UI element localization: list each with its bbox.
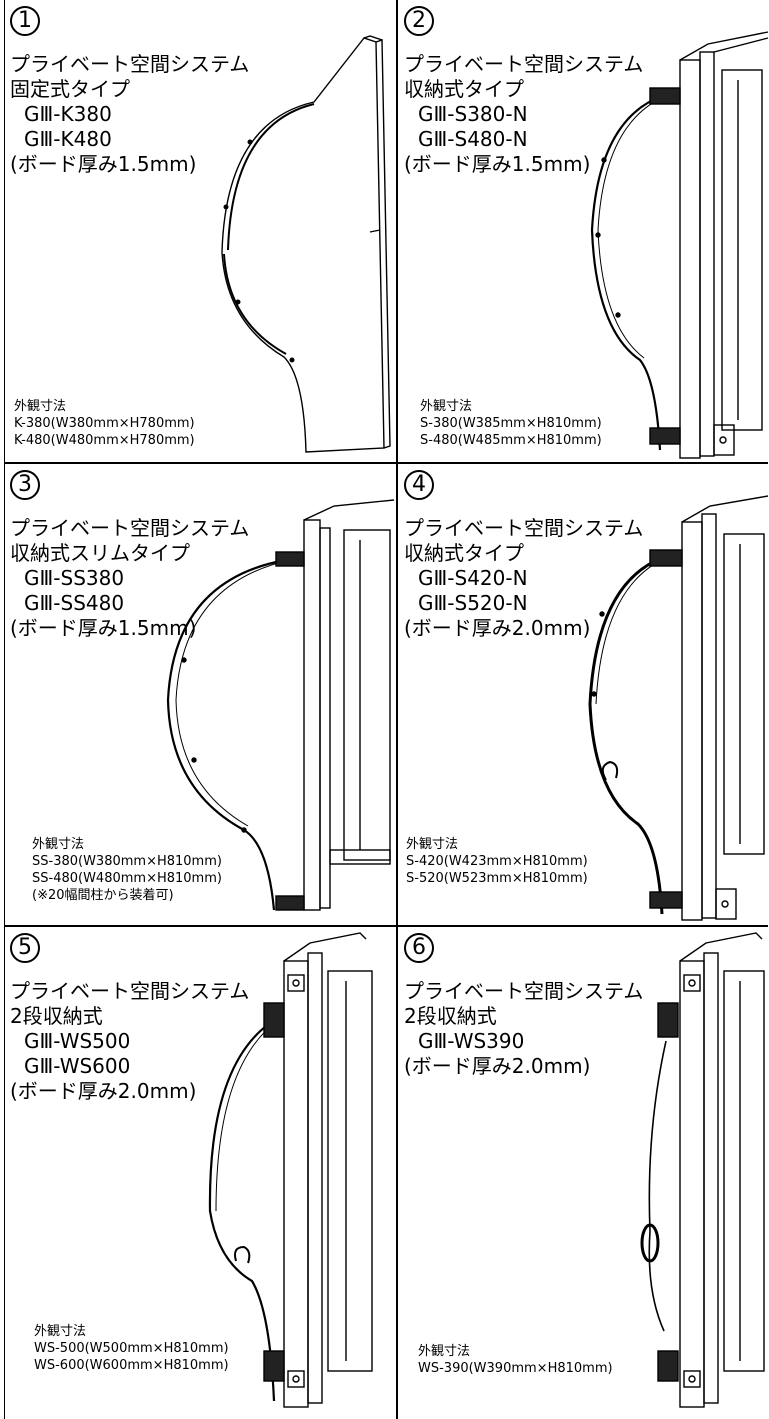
board-thickness: (ボード厚み2.0mm) [404,616,591,640]
dimension-note: (※20幅間柱から装着可) [32,888,174,903]
board-thickness: (ボード厚み2.0mm) [10,1079,197,1103]
product-sheet: 1 プライベート空間システム 固定式タイプ GⅢ-K380 GⅢ-K480 (ボ… [4,0,769,1419]
partition-drawing-slim [166,499,395,911]
panel-1: 1 プライベート空間システム 固定式タイプ GⅢ-K380 GⅢ-K480 (ボ… [4,0,396,462]
series-name: プライベート空間システム [404,516,644,540]
dimensions-label: 外観寸法 [406,837,459,852]
dimension-line: SS-380(W380mm×H810mm) [32,854,222,869]
panel-number: 3 [10,470,40,500]
dimensions-block: 外観寸法 SS-380(W380mm×H810mm) SS-480(W480mm… [32,836,222,904]
model-code: GⅢ-K380 [24,102,112,126]
panel-4: 4 プライベート空間システム 収納式タイプ GⅢ-S420-N GⅢ-S520-… [398,464,769,925]
type-name: 収納式タイプ [404,541,524,565]
model-code: GⅢ-WS500 [24,1029,131,1053]
panel-number: 2 [404,6,434,36]
panel-title-block: プライベート空間システム 固定式タイプ GⅢ-K380 GⅢ-K480 (ボード… [10,52,249,177]
model-code: GⅢ-WS600 [24,1054,131,1078]
board-thickness: (ボード厚み2.0mm) [404,1054,591,1078]
panel-title-block: プライベート空間システム 2段収納式 GⅢ-WS390 (ボード厚み2.0mm) [404,979,643,1079]
series-name: プライベート空間システム [404,52,644,76]
dimensions-block: 外観寸法 WS-390(W390mm×H810mm) [418,1343,613,1377]
grid-border-left [4,0,5,1419]
model-code: GⅢ-K480 [24,127,112,151]
dimensions-block: 外観寸法 WS-500(W500mm×H810mm) WS-600(W600mm… [34,1323,229,1374]
dimension-line: K-380(W380mm×H780mm) [14,416,195,431]
grid-divider-vertical [396,0,398,1419]
grid-divider-row2 [4,925,768,927]
panel-title-block: プライベート空間システム 収納式スリムタイプ GⅢ-SS380 GⅢ-SS480… [10,516,249,641]
dimension-line: K-480(W480mm×H780mm) [14,433,195,448]
partition-drawing-fixed [221,35,391,453]
dimension-line: SS-480(W480mm×H810mm) [32,871,222,886]
partition-drawing-two-stage-compact [640,932,765,1408]
board-thickness: (ボード厚み1.5mm) [404,152,591,176]
dimension-line: S-480(W485mm×H810mm) [420,433,602,448]
panel-title-block: プライベート空間システム 収納式タイプ GⅢ-S380-N GⅢ-S480-N … [404,52,643,177]
dimension-line: WS-500(W500mm×H810mm) [34,1341,229,1356]
panel-number: 1 [10,6,40,36]
dimension-line: S-380(W385mm×H810mm) [420,416,602,431]
dimension-line: S-420(W423mm×H810mm) [406,854,588,869]
partition-drawing-storage [590,31,769,459]
type-name: 固定式タイプ [10,77,130,101]
board-thickness: (ボード厚み1.5mm) [10,616,197,640]
dimension-line: S-520(W523mm×H810mm) [406,871,588,886]
partition-drawing-storage-thick [588,495,769,921]
model-code: GⅢ-SS380 [24,566,125,590]
model-code: GⅢ-S380-N [418,102,528,126]
panel-6: 6 プライベート空間システム 2段収納式 GⅢ-WS390 (ボード厚み2.0m… [398,927,768,1419]
panel-title-block: プライベート空間システム 2段収納式 GⅢ-WS500 GⅢ-WS600 (ボー… [10,979,249,1104]
model-code: GⅢ-S520-N [418,591,528,615]
dimension-line: WS-390(W390mm×H810mm) [418,1361,613,1376]
panel-2: 2 プライベート空間システム 収納式タイプ GⅢ-S380-N GⅢ-S480-… [398,0,769,462]
panel-number: 4 [404,470,434,500]
panel-5: 5 プライベート空間システム 2段収納式 GⅢ-WS500 GⅢ-WS600 (… [4,927,396,1419]
type-name: 2段収納式 [404,1004,497,1028]
dimensions-block: 外観寸法 K-380(W380mm×H780mm) K-480(W480mm×H… [14,398,195,449]
series-name: プライベート空間システム [10,516,250,540]
series-name: プライベート空間システム [10,979,250,1003]
grid-divider-row1 [4,462,768,464]
type-name: 2段収納式 [10,1004,103,1028]
series-name: プライベート空間システム [10,52,250,76]
model-code: GⅢ-WS390 [418,1029,525,1053]
dimensions-label: 外観寸法 [14,399,67,414]
panel-title-block: プライベート空間システム 収納式タイプ GⅢ-S420-N GⅢ-S520-N … [404,516,643,641]
model-code: GⅢ-S480-N [418,127,528,151]
dimensions-block: 外観寸法 S-380(W385mm×H810mm) S-480(W485mm×H… [420,398,602,449]
dimensions-block: 外観寸法 S-420(W423mm×H810mm) S-520(W523mm×H… [406,836,588,887]
dimensions-label: 外観寸法 [34,1324,87,1339]
panel-3: 3 プライベート空間システム 収納式スリムタイプ GⅢ-SS380 GⅢ-SS4… [4,464,396,925]
board-thickness: (ボード厚み1.5mm) [10,152,197,176]
panel-number: 5 [10,933,40,963]
series-name: プライベート空間システム [404,979,644,1003]
dimensions-label: 外観寸法 [418,1344,471,1359]
model-code: GⅢ-S420-N [418,566,528,590]
dimensions-label: 外観寸法 [32,837,85,852]
type-name: 収納式スリムタイプ [10,541,190,565]
model-code: GⅢ-SS480 [24,591,125,615]
partition-drawing-two-stage [208,932,373,1408]
dimension-line: WS-600(W600mm×H810mm) [34,1358,229,1373]
dimensions-label: 外観寸法 [420,399,473,414]
type-name: 収納式タイプ [404,77,524,101]
panel-number: 6 [404,933,434,963]
